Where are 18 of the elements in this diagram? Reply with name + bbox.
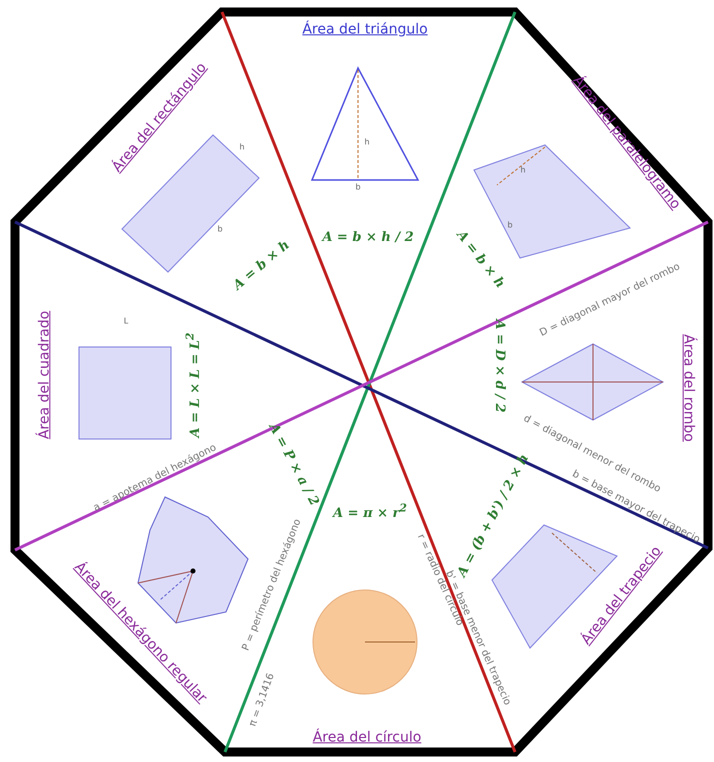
- dimension-letter: h: [239, 144, 245, 152]
- sector-title: Área del cuadrado: [37, 310, 53, 440]
- sector-title: Área del círculo: [312, 730, 422, 746]
- dimension-letter: h: [520, 166, 526, 176]
- area-formula: A = b × h: [231, 238, 293, 294]
- dimension-letter: b: [507, 222, 513, 230]
- area-formula: A = π × r$^{2}$: [333, 502, 407, 522]
- area-formula: A = b × h: [453, 228, 507, 292]
- sector-title: Área del triángulo: [302, 22, 428, 38]
- dimension-letter: b: [355, 184, 361, 192]
- area-formula: A = P × a / 2: [265, 421, 321, 509]
- dimension-letter: L: [124, 318, 128, 326]
- dimension-letter: b: [217, 226, 223, 234]
- area-formula: A = b × h / 2: [322, 230, 414, 246]
- dimension-letter: h: [364, 138, 370, 148]
- area-formula: A = D × d / 2: [492, 319, 506, 413]
- area-formula: A = (b + b') / 2 × h: [456, 452, 532, 580]
- sector-title: Área del rombo: [680, 334, 696, 442]
